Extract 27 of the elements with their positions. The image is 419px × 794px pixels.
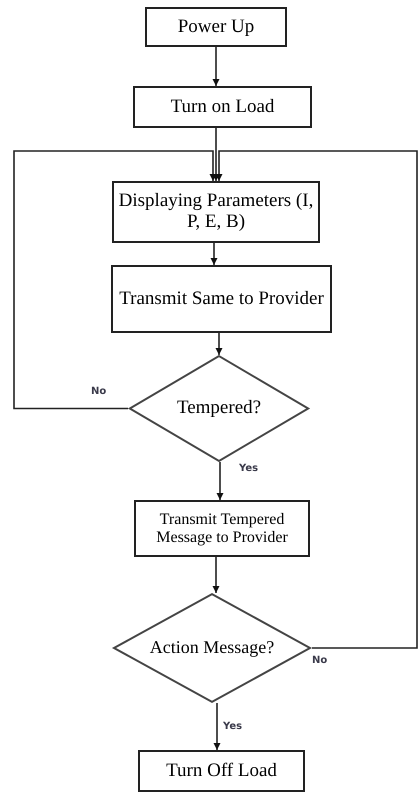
arrow <box>216 462 224 500</box>
node-label: Power Up <box>176 16 256 38</box>
edge-label: No <box>311 655 328 666</box>
arrow <box>212 128 220 181</box>
arrow <box>13 150 216 410</box>
arrow <box>214 703 220 750</box>
edge-label: Yes <box>238 463 260 474</box>
edge-label: No <box>90 386 108 397</box>
process-box <box>145 7 287 47</box>
node-label: Displaying Parameters (I, P, E, B) <box>118 191 314 233</box>
node-label: Turn Off Load <box>165 760 278 782</box>
arrow <box>210 243 218 265</box>
edge-label: Yes <box>222 721 244 732</box>
process-box <box>138 750 305 792</box>
arrow <box>216 150 418 649</box>
process-box <box>133 86 312 128</box>
arrow <box>216 333 222 355</box>
node-label: Transmit Tempered Message to Provider <box>155 510 289 546</box>
node-label: Tempered? <box>176 398 262 419</box>
process-box <box>111 265 332 333</box>
arrow <box>212 47 220 86</box>
arrow <box>212 557 220 593</box>
node-label: Action Message? <box>148 638 276 658</box>
node-label: Transmit Same to Provider <box>118 288 325 310</box>
process-box <box>112 181 320 243</box>
process-box <box>134 500 310 557</box>
node-label: Turn on Load <box>170 96 276 118</box>
